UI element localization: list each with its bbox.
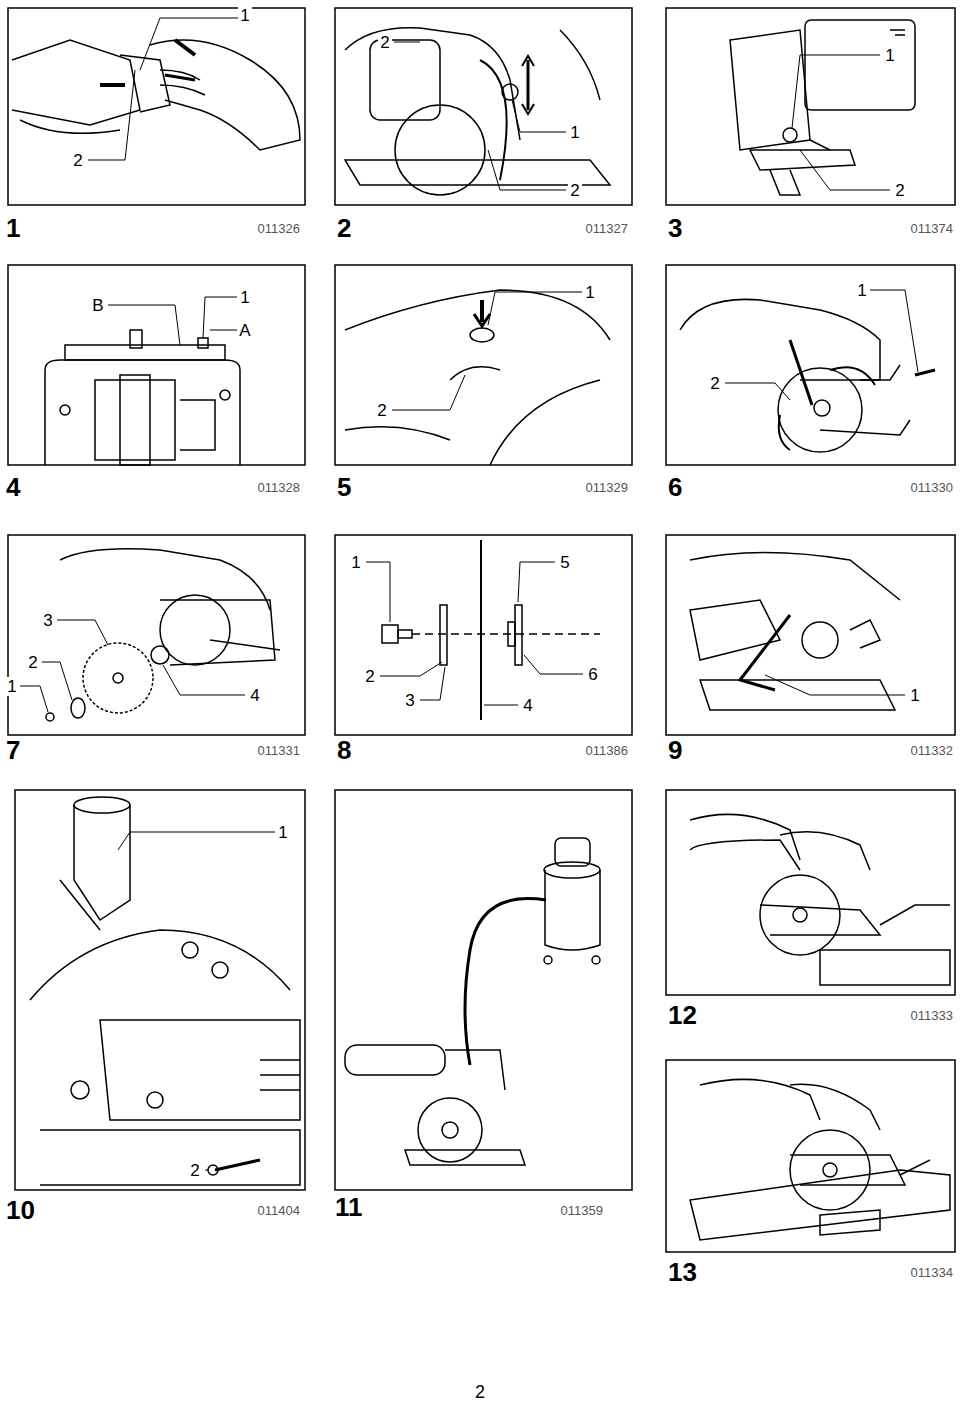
figure-code: 011330 <box>909 480 955 495</box>
blade-parts-figure <box>46 549 280 721</box>
figure-number: 3 <box>666 214 684 242</box>
figure-number: 5 <box>335 473 353 501</box>
callout-number: 4 <box>248 686 261 705</box>
wrench-storage-figure <box>690 553 900 711</box>
figure-number: 7 <box>4 736 22 764</box>
figure-code: 011331 <box>256 743 302 758</box>
figure-number: 2 <box>335 214 353 242</box>
depth-adjust-figure <box>345 28 610 195</box>
callout-number: 2 <box>893 181 906 200</box>
figure-code: 011332 <box>909 743 955 758</box>
figure-number: 11 <box>333 1193 365 1221</box>
callout-number: 1 <box>568 123 581 142</box>
callout-number: 1 <box>855 281 868 300</box>
callout-number: 2 <box>375 401 388 420</box>
battery-removal-figure <box>12 40 300 150</box>
figure-code: 011359 <box>559 1203 605 1218</box>
figure-code: 011329 <box>584 480 630 495</box>
callout-number: 2 <box>363 667 376 686</box>
callout-number: 2 <box>378 33 391 52</box>
callout-number: 3 <box>41 611 54 630</box>
figure-number: 6 <box>666 473 684 501</box>
vacuum-connection-figure <box>345 838 600 1165</box>
figure-code: 011333 <box>909 1008 955 1023</box>
figure-code: 011326 <box>256 221 302 236</box>
figure-code: 011404 <box>256 1203 302 1218</box>
figure-number: 10 <box>4 1196 37 1224</box>
callout-number: 1 <box>908 686 921 705</box>
callout-number: 2 <box>26 653 39 672</box>
panel-frames <box>8 8 955 1252</box>
bevel-adjust-figure <box>730 20 915 195</box>
callout-number: 1 <box>583 283 596 302</box>
cutting-guide-figure <box>45 330 240 465</box>
page-number: 2 <box>473 1382 487 1402</box>
flange-order-figure <box>382 540 600 720</box>
callout-number: B <box>90 296 105 315</box>
rip-guide-cutting-figure <box>690 1079 950 1240</box>
figure-number: 8 <box>335 736 353 764</box>
callout-number: A <box>237 321 252 340</box>
callout-number: 6 <box>586 665 599 684</box>
leader-lines <box>20 18 918 1170</box>
callout-number: 2 <box>708 374 721 393</box>
callout-number: 2 <box>568 181 581 200</box>
shaft-lock-figure <box>345 290 610 465</box>
callout-number: 4 <box>521 696 534 715</box>
figure-code: 011374 <box>909 221 955 236</box>
figure-number: 4 <box>4 473 22 501</box>
cutting-operation-figure <box>690 814 950 985</box>
callout-number: 1 <box>5 677 18 696</box>
figure-code: 011386 <box>584 743 630 758</box>
callout-number: 1 <box>883 46 896 65</box>
callout-number: 3 <box>403 691 416 710</box>
figure-code: 011328 <box>256 480 302 495</box>
figure-number: 12 <box>666 1001 699 1029</box>
callout-number: 1 <box>238 6 251 25</box>
callout-number: 1 <box>238 288 251 307</box>
figure-code: 011334 <box>909 1265 955 1280</box>
callout-number: 5 <box>558 553 571 572</box>
blade-wrench-figure <box>680 299 935 452</box>
dust-nozzle-figure <box>30 797 300 1185</box>
callout-number: 1 <box>276 823 289 842</box>
figure-number: 13 <box>666 1258 699 1286</box>
callout-number: 1 <box>349 553 362 572</box>
callout-number: 2 <box>71 151 84 170</box>
figure-code: 011327 <box>584 221 630 236</box>
callout-number: 2 <box>188 1161 201 1180</box>
figure-number: 9 <box>666 736 684 764</box>
figure-number: 1 <box>4 214 22 242</box>
